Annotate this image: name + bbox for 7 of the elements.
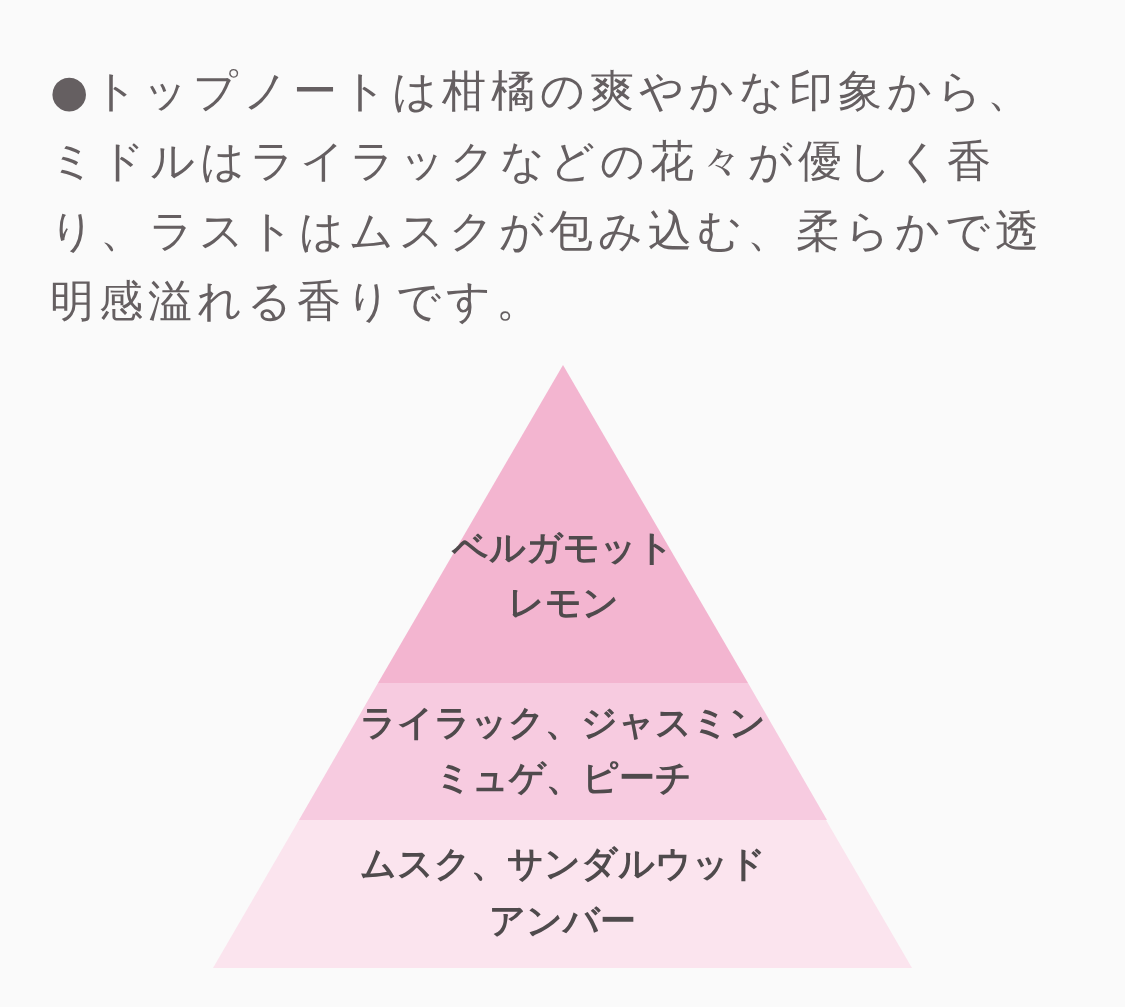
tier-label: レモン bbox=[507, 581, 619, 625]
tier-label: ベルガモット bbox=[452, 526, 674, 570]
description-text: ●トップノートは柑橘の爽やかな印象から、ミドルはライラックなどの花々が優しく香り、ラストはムスクが包み込む、柔らかで透明感溢れる香りです。 bbox=[50, 64, 1045, 328]
tier-label: ライラック、ジャスミン bbox=[360, 701, 766, 745]
tier-label: ミュゲ、ピーチ bbox=[434, 756, 692, 800]
tier-label: ムスク、サンダルウッド bbox=[359, 842, 766, 886]
tier-label: アンバー bbox=[489, 899, 636, 943]
